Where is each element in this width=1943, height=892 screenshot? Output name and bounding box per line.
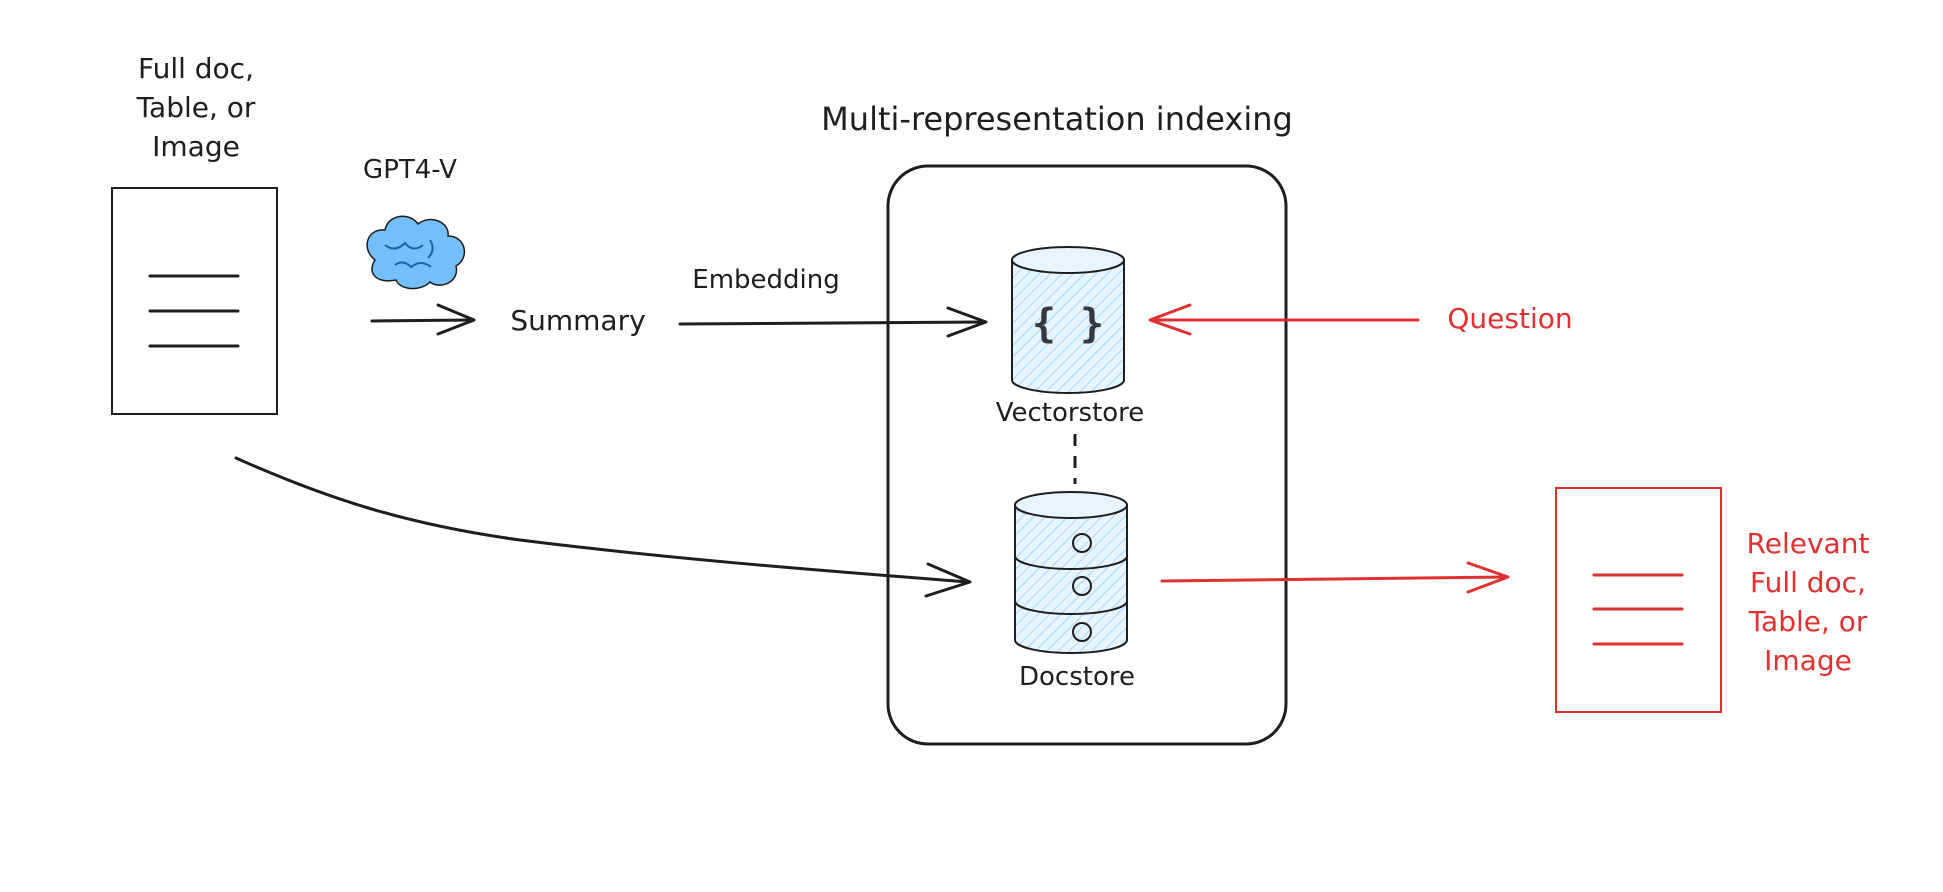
result-label-line2: Full doc, — [1750, 566, 1866, 599]
result-label-line4: Image — [1764, 644, 1852, 677]
result-label-line1: Relevant — [1747, 527, 1870, 560]
source-document-icon — [111, 187, 278, 415]
stacked-database-icon — [1014, 491, 1128, 654]
model-label: GPT4-V — [363, 155, 457, 185]
curly-braces-icon: { } — [1032, 301, 1104, 347]
arrow-to-result — [1160, 561, 1510, 594]
result-document-icon — [1555, 487, 1722, 713]
diagram-title: Multi-representation indexing — [821, 100, 1293, 138]
question-label: Question — [1447, 302, 1572, 335]
embedding-label: Embedding — [692, 265, 839, 295]
arrow-to-docstore — [234, 456, 972, 598]
source-label-line1: Full doc, — [138, 52, 254, 85]
summary-label: Summary — [510, 304, 645, 337]
vectorstore-label: Vectorstore — [996, 398, 1145, 428]
source-label-line2: Table, or — [136, 91, 256, 124]
indexing-container — [886, 164, 1288, 746]
arrow-from-question — [1148, 303, 1420, 336]
brain-icon — [366, 215, 466, 290]
source-label-line3: Image — [152, 130, 240, 163]
docstore-label: Docstore — [1019, 662, 1135, 692]
source-label: Full doc, Table, or Image — [136, 52, 256, 163]
result-label-line3: Table, or — [1748, 605, 1868, 638]
database-cylinder-icon: { } — [1011, 246, 1125, 394]
arrow-to-summary — [370, 303, 476, 336]
arrow-to-vectorstore — [678, 306, 988, 338]
result-label: Relevant Full doc, Table, or Image — [1747, 527, 1870, 677]
